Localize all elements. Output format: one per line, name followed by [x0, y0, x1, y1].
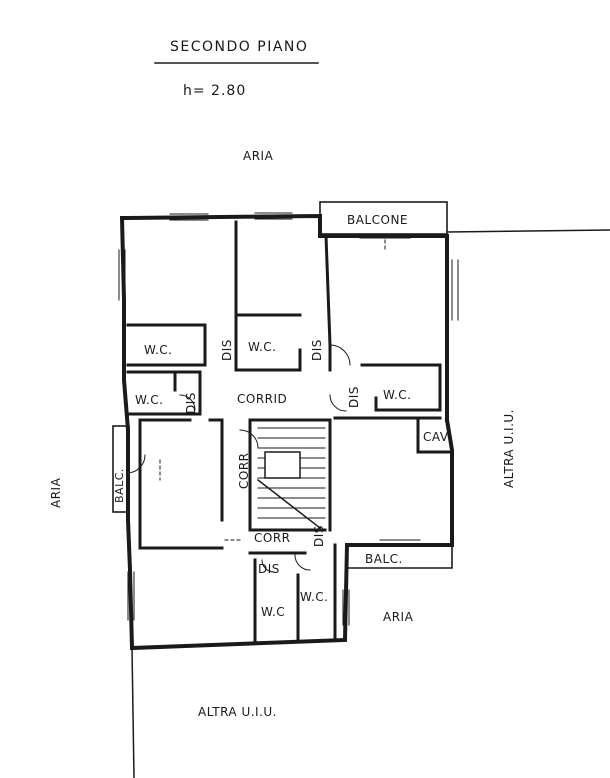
label-wc-5: W.C: [261, 605, 286, 619]
label-altra-right: ALTRA U.I.U.: [502, 409, 516, 488]
label-dis-1: DIS: [220, 339, 234, 361]
label-balc-left: BALC.: [113, 468, 126, 503]
label-corr-lower: CORR: [254, 531, 291, 545]
label-corr-stair: CORR: [237, 452, 251, 490]
label-wc-2: W.C.: [248, 340, 277, 354]
label-balc-right: BALC.: [365, 552, 403, 566]
label-wc-4: W.C.: [383, 388, 412, 402]
label-dis-4: DIS: [347, 386, 361, 408]
label-balcone: BALCONE: [347, 213, 409, 227]
outer-wall: [119, 213, 449, 422]
property-line-bottom: [131, 647, 135, 778]
height-label: h= 2.80: [183, 83, 247, 99]
balc-left: [112, 425, 130, 513]
label-aria-top: ARIA: [243, 149, 274, 163]
label-dis-5: DIS: [312, 525, 326, 547]
label-dis-6: DIS: [258, 562, 280, 576]
plan-title: SECONDO PIANO: [170, 39, 309, 55]
label-wc-6: W.C.: [300, 590, 329, 604]
label-aria-bottom-right: ARIA: [383, 610, 414, 624]
label-cav: CAV: [423, 430, 449, 444]
property-line-right: [446, 229, 610, 233]
label-wc-1: W.C.: [144, 343, 173, 357]
label-wc-3: W.C.: [135, 393, 164, 407]
outer-wall-right-lower: [119, 215, 454, 651]
label-altra-bottom: ALTRA U.I.U.: [198, 705, 277, 719]
label-dis-3: DIS: [184, 392, 198, 414]
staircase: [256, 427, 326, 530]
label-aria-left: ARIA: [49, 477, 63, 508]
balc-right: [346, 544, 453, 569]
label-dis-2: DIS: [310, 339, 324, 361]
label-corrid: CORRID: [237, 392, 288, 406]
